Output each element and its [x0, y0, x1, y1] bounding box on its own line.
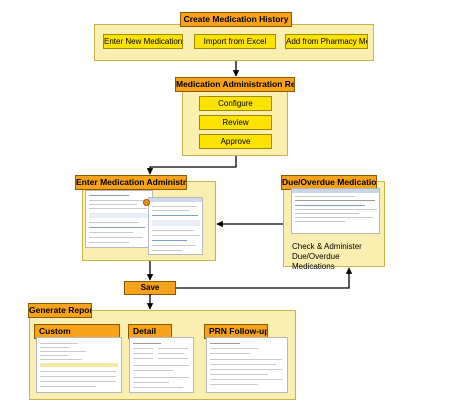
arrow-save-to-due — [176, 267, 353, 289]
reports-header: Generate Reports — [28, 303, 92, 318]
approve-button[interactable]: Approve — [199, 134, 272, 149]
enter-admin-screenshot-back — [85, 190, 153, 248]
enter-new-medication-button[interactable]: Enter New Medication — [103, 34, 183, 49]
arrow-mar-to-enter-admin — [146, 156, 237, 175]
enter-admin-screenshot-front — [148, 197, 203, 255]
configure-button[interactable]: Configure — [199, 96, 272, 111]
report-custom-screenshot — [36, 337, 122, 393]
report-detail-screenshot — [129, 337, 194, 393]
import-from-excel-button[interactable]: Import from Excel — [194, 34, 276, 49]
history-header: Create Medication History — [180, 12, 292, 27]
due-screenshot — [291, 188, 380, 234]
due-description: Check & Administer Due/Overdue Medicatio… — [292, 242, 362, 271]
mar-header: Medication Administration Record — [175, 77, 295, 92]
add-from-pharmacy-message-button[interactable]: Add from Pharmacy Message — [285, 34, 368, 49]
review-button[interactable]: Review — [199, 115, 272, 130]
cursor-badge-icon — [143, 199, 150, 206]
report-prn-followup-screenshot — [206, 337, 288, 393]
enter-admin-header: Enter Medication Administration — [75, 175, 187, 190]
